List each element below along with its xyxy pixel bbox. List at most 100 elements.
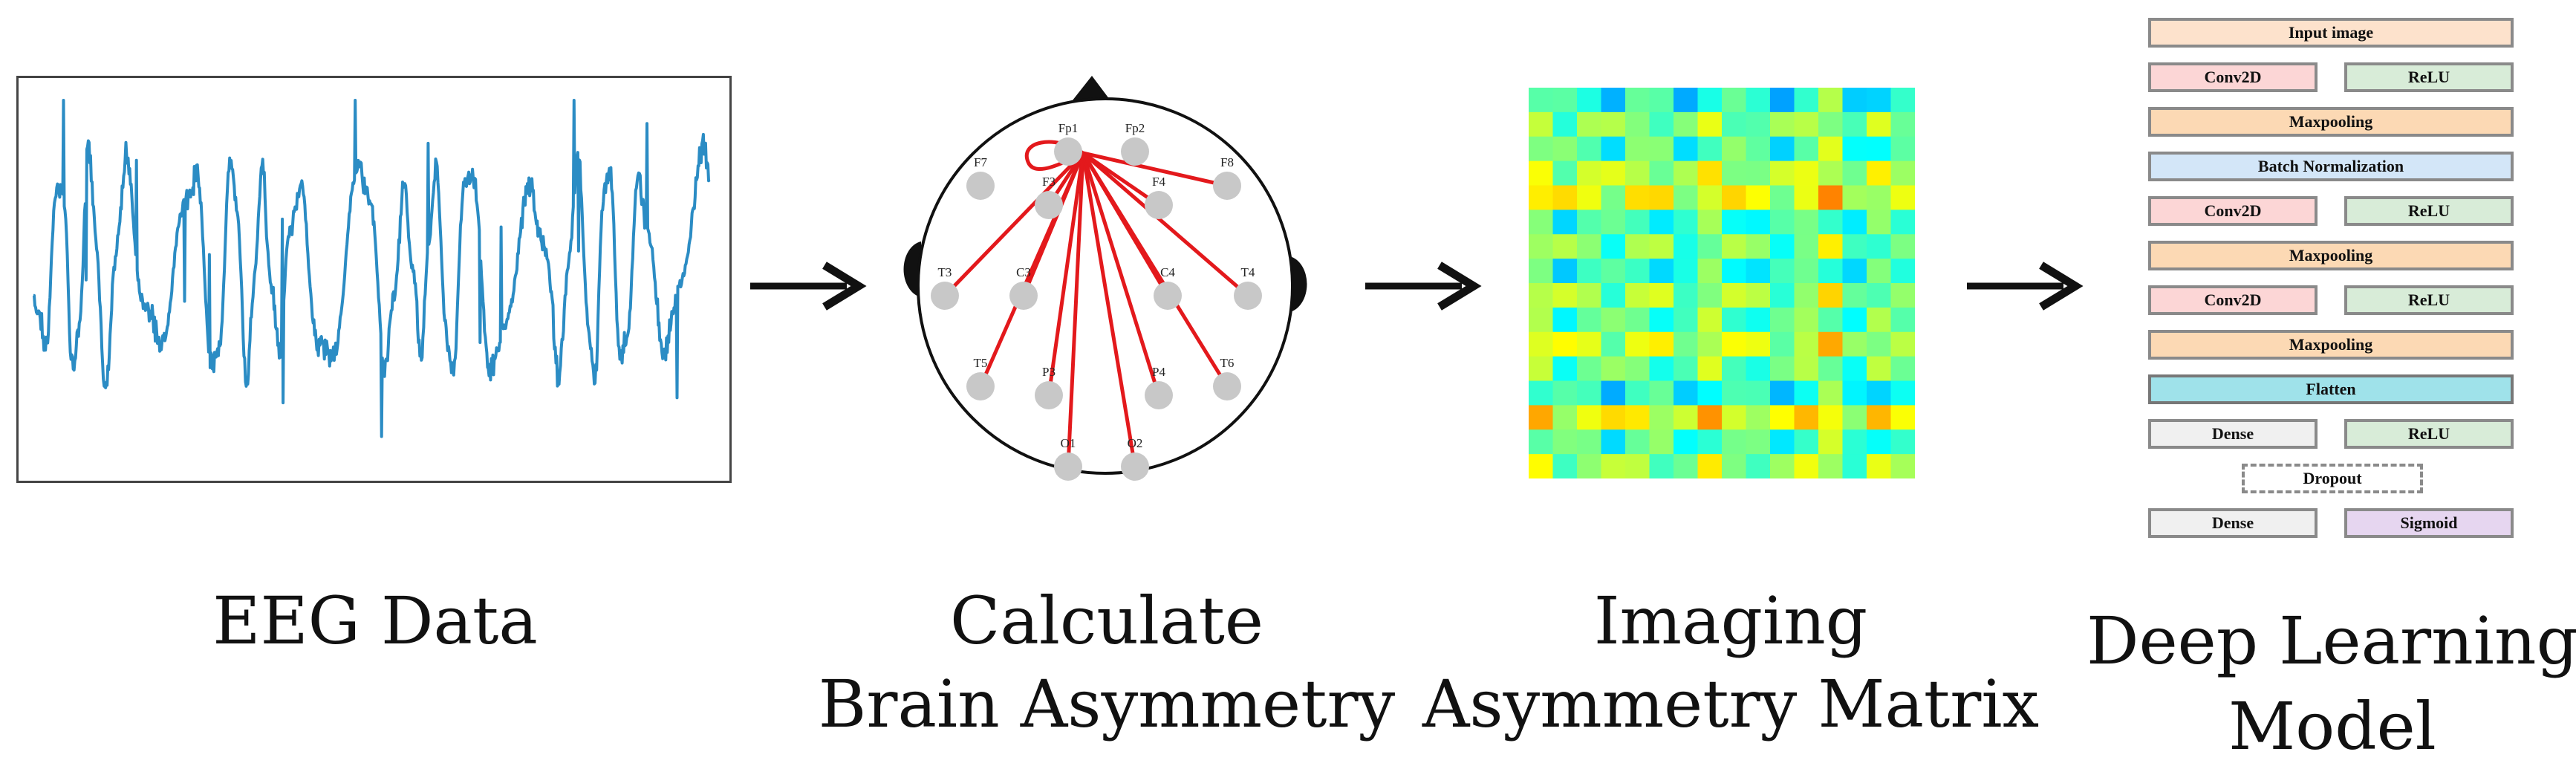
matrix-cell xyxy=(1649,380,1674,406)
matrix-cell xyxy=(1697,356,1723,382)
matrix-cell xyxy=(1770,88,1795,113)
layer-block: Batch Normalization xyxy=(2148,152,2514,181)
electrode-label: P4 xyxy=(1152,365,1165,379)
matrix-cell xyxy=(1625,380,1650,406)
electrode-p3 xyxy=(1035,381,1063,409)
matrix-cell xyxy=(1794,307,1819,333)
matrix-cell xyxy=(1842,111,1867,137)
matrix-cell xyxy=(1625,234,1650,259)
matrix-cell xyxy=(1818,454,1844,478)
matrix-cell xyxy=(1770,380,1795,406)
electrode-label: C4 xyxy=(1160,265,1175,279)
matrix-cell xyxy=(1529,185,1554,210)
matrix-cell xyxy=(1722,111,1747,137)
matrix-cell xyxy=(1746,160,1771,186)
matrix-cell xyxy=(1794,283,1819,308)
matrix-cell xyxy=(1697,283,1723,308)
matrix-cell xyxy=(1794,136,1819,162)
matrix-cell xyxy=(1601,210,1626,235)
electrode-label: Fp2 xyxy=(1125,121,1145,135)
matrix-cell xyxy=(1842,380,1867,406)
matrix-cell xyxy=(1818,88,1844,113)
matrix-cell xyxy=(1674,210,1699,235)
matrix-cell xyxy=(1794,234,1819,259)
matrix-cell xyxy=(1697,185,1723,210)
matrix-cell xyxy=(1890,405,1915,430)
matrix-cell xyxy=(1746,259,1771,284)
matrix-cell xyxy=(1867,234,1892,259)
matrix-cell xyxy=(1818,111,1844,137)
layer-block-left: Conv2D xyxy=(2148,285,2318,315)
matrix-cell xyxy=(1818,380,1844,406)
matrix-cell xyxy=(1625,259,1650,284)
matrix-cell xyxy=(1601,454,1626,478)
matrix-cell xyxy=(1890,283,1915,308)
matrix-cell xyxy=(1842,185,1867,210)
matrix-cell xyxy=(1697,259,1723,284)
matrix-cell xyxy=(1794,380,1819,406)
electrode-label: P3 xyxy=(1042,365,1056,379)
matrix-cell xyxy=(1746,234,1771,259)
connection-line xyxy=(943,152,1084,297)
matrix-cell xyxy=(1818,210,1844,235)
electrode-f4 xyxy=(1145,191,1173,219)
matrix-cell xyxy=(1722,331,1747,357)
matrix-cell xyxy=(1577,136,1602,162)
electrode-label: F3 xyxy=(1042,175,1056,189)
matrix-cell xyxy=(1552,259,1578,284)
electrode-label: T3 xyxy=(938,265,952,279)
electrode-t4 xyxy=(1234,282,1262,310)
matrix-cell xyxy=(1625,307,1650,333)
matrix-cell xyxy=(1746,307,1771,333)
matrix-cell xyxy=(1722,380,1747,406)
matrix-cell xyxy=(1552,136,1578,162)
matrix-cell xyxy=(1818,259,1844,284)
layer-block: Maxpooling xyxy=(2148,107,2514,137)
matrix-cell xyxy=(1674,283,1699,308)
layer-block-left: Conv2D xyxy=(2148,196,2318,226)
matrix-cell xyxy=(1601,429,1626,455)
matrix-cell xyxy=(1867,185,1892,210)
matrix-cell xyxy=(1577,111,1602,137)
matrix-cell xyxy=(1890,331,1915,357)
matrix-cell xyxy=(1746,136,1771,162)
matrix-cell xyxy=(1722,88,1747,113)
layer-block: Flatten xyxy=(2148,374,2514,404)
matrix-cell xyxy=(1577,405,1602,430)
matrix-cell xyxy=(1746,210,1771,235)
matrix-cell xyxy=(1890,454,1915,478)
matrix-cell xyxy=(1552,331,1578,357)
caption-line: Imaging xyxy=(1593,583,1868,659)
matrix-cell xyxy=(1674,234,1699,259)
matrix-cell xyxy=(1722,259,1747,284)
matrix-cell xyxy=(1867,210,1892,235)
matrix-cell xyxy=(1601,331,1626,357)
caption-line: EEG Data xyxy=(212,583,538,659)
matrix-cell xyxy=(1577,331,1602,357)
matrix-cell xyxy=(1770,405,1795,430)
connection-line xyxy=(978,152,1085,388)
eeg-signal-line xyxy=(33,99,711,438)
matrix-cell xyxy=(1674,405,1699,430)
layer-block-activation: ReLU xyxy=(2344,62,2514,92)
matrix-cell xyxy=(1697,210,1723,235)
matrix-cell xyxy=(1890,380,1915,406)
arrow-icon xyxy=(1365,262,1482,311)
matrix-cell xyxy=(1697,380,1723,406)
ear-right-icon xyxy=(1289,256,1307,312)
matrix-cell xyxy=(1625,185,1650,210)
layer-block-activation: ReLU xyxy=(2344,285,2514,315)
matrix-cell xyxy=(1552,160,1578,186)
layer-block: Maxpooling xyxy=(2148,330,2514,360)
matrix-cell xyxy=(1794,356,1819,382)
eeg-panel xyxy=(16,76,732,483)
electrode-o2 xyxy=(1121,452,1149,481)
matrix-cell xyxy=(1722,356,1747,382)
electrode-f8 xyxy=(1213,172,1241,200)
matrix-cell xyxy=(1577,429,1602,455)
matrix-cell xyxy=(1746,405,1771,430)
matrix-cell xyxy=(1867,160,1892,186)
matrix-cell xyxy=(1697,88,1723,113)
matrix-cell xyxy=(1577,454,1602,478)
